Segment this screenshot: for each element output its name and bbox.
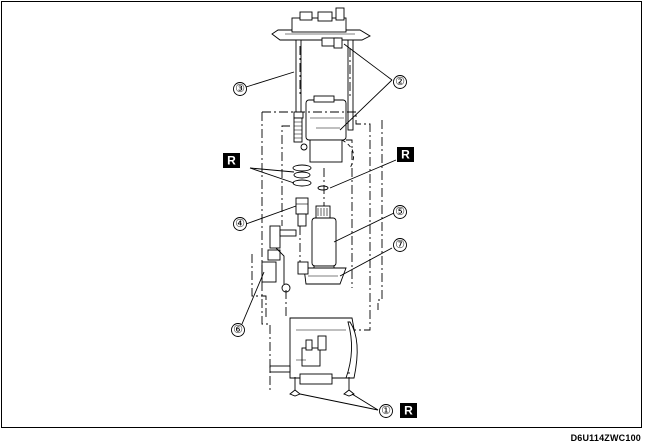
fuel-gauge-sender (261, 225, 297, 293)
fuel-pump-exploded-diagram: ③ ② ④ ⑤ ⑦ ⑥ ① R R R (223, 7, 417, 418)
replace-mark-bottom-label: R (404, 404, 413, 418)
o-rings (292, 164, 329, 191)
replace-mark-right: R (397, 147, 414, 162)
replace-mark-left-label: R (227, 154, 236, 168)
callout-4: ④ (233, 217, 247, 231)
callout-2: ② (393, 75, 407, 89)
screws (289, 386, 355, 397)
leader-lines (241, 43, 397, 411)
fuel-pump (311, 205, 337, 273)
callout-6: ⑥ (231, 323, 245, 337)
fuel-reservoir (269, 317, 358, 385)
replace-mark-bottom: R (400, 403, 417, 418)
callout-7-label: ⑦ (395, 239, 405, 251)
replace-mark-right-label: R (401, 148, 410, 162)
callout-1-label: ① (381, 405, 391, 417)
pressure-regulator (295, 197, 309, 227)
pump-flange (271, 7, 371, 49)
callout-3-label: ③ (235, 83, 245, 95)
callout-4-label: ④ (235, 218, 245, 230)
callout-5-label: ⑤ (395, 206, 405, 218)
replace-mark-left: R (223, 153, 240, 168)
callout-5: ⑤ (393, 205, 407, 219)
diagram-frame (1, 1, 642, 428)
pump-bracket (293, 95, 355, 169)
figure-code: D6U114ZWC100 (570, 433, 641, 443)
callout-3: ③ (233, 82, 247, 96)
fuel-strainer (297, 261, 347, 285)
callout-7: ⑦ (393, 238, 407, 252)
callout-1: ① (379, 404, 393, 418)
callout-6-label: ⑥ (233, 324, 243, 336)
callout-2-label: ② (395, 76, 405, 88)
